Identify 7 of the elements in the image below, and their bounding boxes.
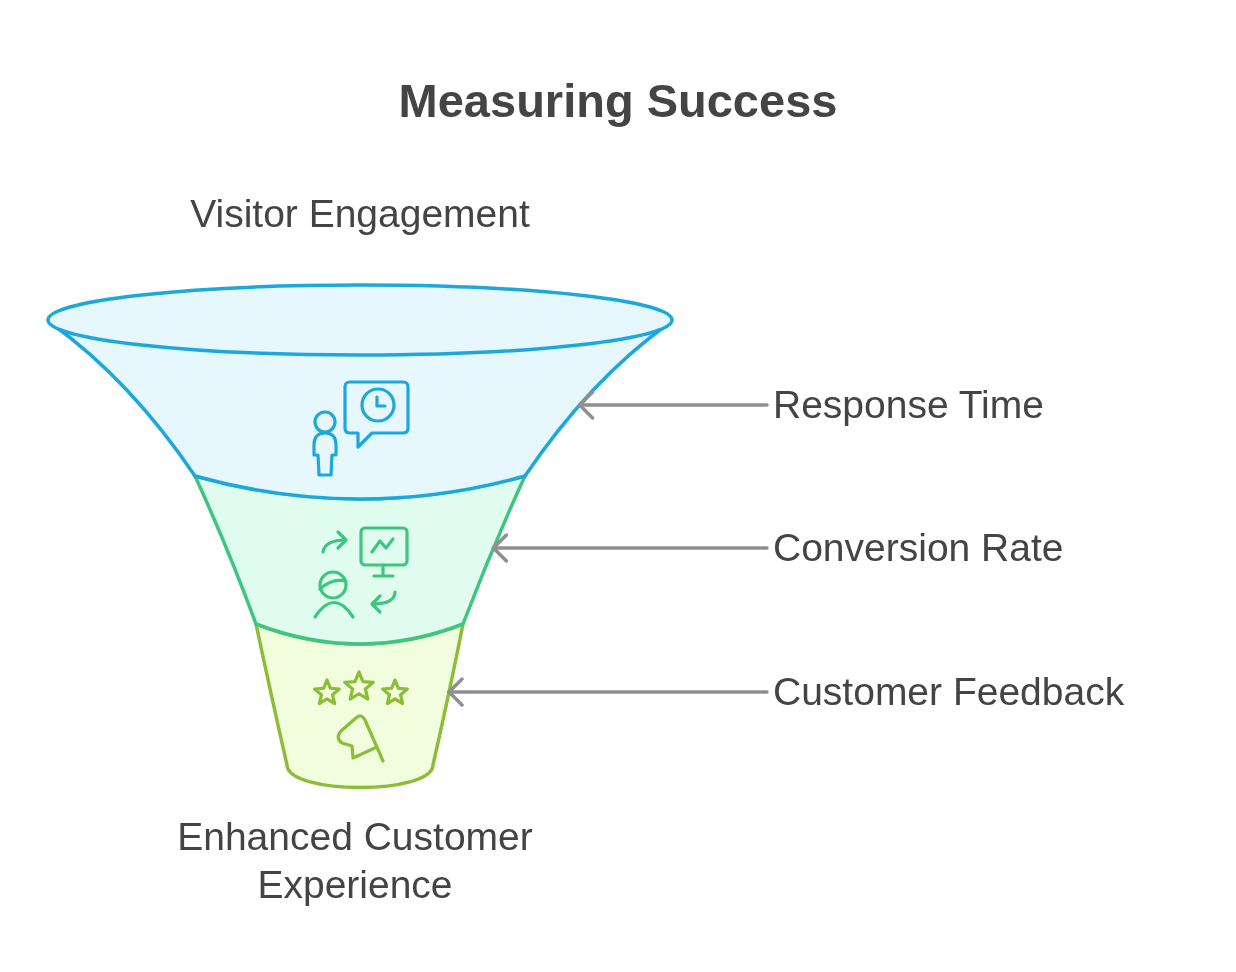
stage-label: Enhanced Customer Experience [176,814,534,908]
stage-label: Visitor Engagement [190,191,530,237]
metric-label: Customer Feedback [773,669,1125,715]
metric-label: Conversion Rate [773,525,1064,571]
metric-label: Response Time [773,382,1044,428]
title: Measuring Success [398,74,838,128]
funnel-layer [45,282,675,503]
